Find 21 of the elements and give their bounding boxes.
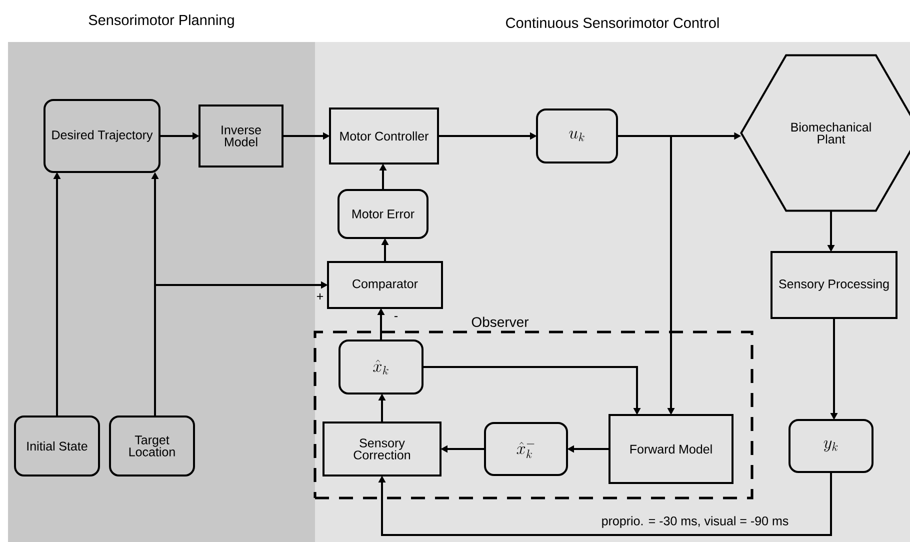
signal-box: Motor Error bbox=[338, 189, 428, 239]
process-box: Forward Model bbox=[608, 414, 734, 484]
process-box: Sensory Correction bbox=[322, 422, 442, 476]
node-label: Sensorimotor Planning bbox=[88, 14, 234, 28]
edge-label: - bbox=[392, 315, 400, 321]
process-box: Sensory Processing bbox=[770, 251, 898, 319]
process-box: Inverse Model bbox=[198, 104, 284, 168]
process-box: Motor Controller bbox=[329, 108, 439, 164]
node-label: Continuous Sensorimotor Control bbox=[506, 17, 719, 28]
process-box: Desired Trajectory bbox=[44, 99, 160, 173]
signal-box: $y_{k}$ bbox=[788, 419, 874, 473]
edge-label: proprio. = -30 ms, visual = -90 ms bbox=[600, 515, 790, 529]
input-box: Target Location bbox=[109, 416, 195, 476]
signal-box: $\hat{x}^{-}_{k}$ bbox=[484, 422, 568, 476]
signal-box: $\hat{x}_{k}$ bbox=[338, 340, 424, 394]
process-box: Comparator bbox=[327, 261, 443, 309]
input-box: Initial State bbox=[14, 416, 100, 476]
signal-box: $u_{k}$ bbox=[536, 108, 618, 164]
plant-hexagon: Biomechanical Plant bbox=[740, 54, 910, 212]
arrow bbox=[378, 472, 832, 536]
node-label: Observer bbox=[472, 316, 529, 328]
